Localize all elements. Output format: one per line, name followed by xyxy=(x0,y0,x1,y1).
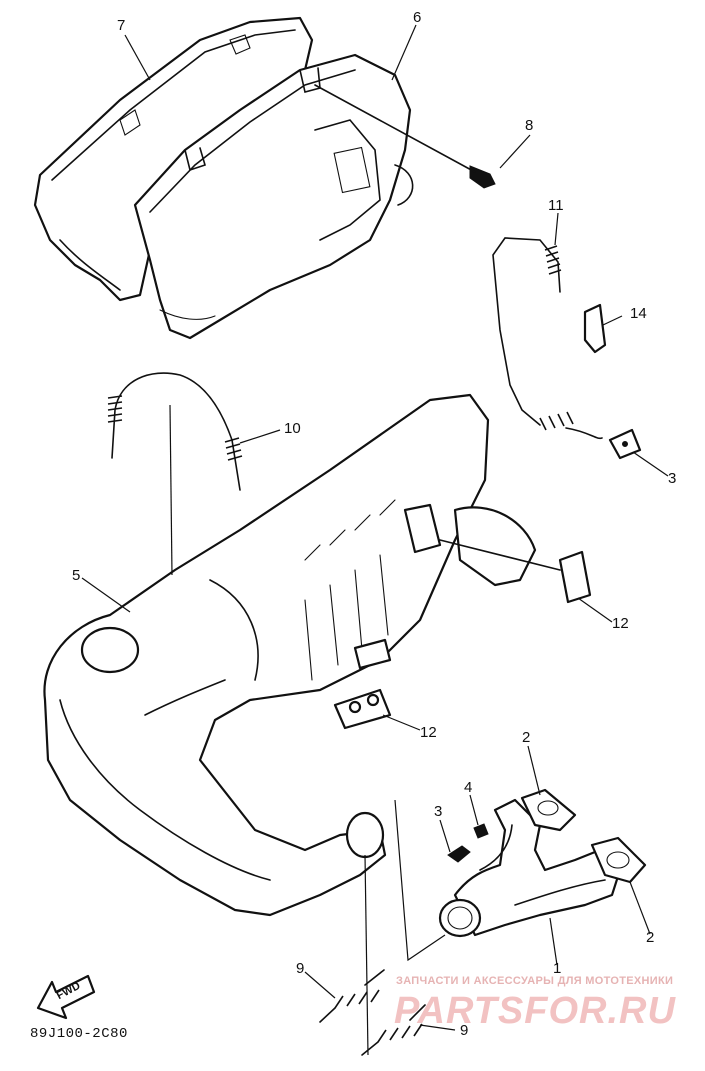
part-8-bolt xyxy=(314,84,496,189)
callout-14: 14 xyxy=(630,305,647,322)
callout-12-upper: 12 xyxy=(612,615,629,632)
part-14-bracket xyxy=(583,303,607,354)
part-11-spring-stay xyxy=(492,237,603,440)
fwd-arrow-icon xyxy=(36,974,96,1020)
callout-3-upper: 3 xyxy=(668,470,676,487)
callout-1: 1 xyxy=(553,960,561,977)
callout-6: 6 xyxy=(413,9,421,26)
callout-11: 11 xyxy=(548,197,564,214)
watermark-logo: PARTSFOR.RU xyxy=(394,990,676,1032)
assembly-guide-lines xyxy=(169,404,446,1056)
part-3-plate-upper xyxy=(608,428,642,460)
callout-2-lower: 2 xyxy=(646,929,654,946)
callout-labels: 7 6 8 11 14 10 3 5 12 12 2 4 3 2 1 9 9 xyxy=(72,9,676,1039)
part-9-spring-lower xyxy=(361,1004,426,1056)
diagram-code: 89J100-2C80 xyxy=(30,1026,128,1042)
callout-10: 10 xyxy=(284,420,301,437)
part-4-nut xyxy=(473,823,489,839)
part-1-exhaust-pipe xyxy=(438,798,622,938)
part-12-damper-upper xyxy=(439,539,592,604)
callout-3-lower: 3 xyxy=(434,803,442,820)
part-10-spring-stay xyxy=(107,372,243,491)
part-7-outer-heat-shield xyxy=(33,16,314,302)
callout-12-lower: 12 xyxy=(420,724,437,741)
callout-7: 7 xyxy=(117,17,125,34)
callout-9-lower: 9 xyxy=(460,1022,468,1039)
part-6-inner-heat-shield xyxy=(133,53,414,340)
part-2-flange-lower xyxy=(590,836,647,884)
part-12-damper-lower xyxy=(333,688,392,730)
callout-8: 8 xyxy=(525,117,533,134)
callout-2-upper: 2 xyxy=(522,729,530,746)
part-3-bolt-lower xyxy=(447,845,471,863)
part-5-muffler xyxy=(43,393,537,917)
part-2-flange-upper xyxy=(520,788,577,832)
part-9-spring-upper xyxy=(319,969,385,1023)
callout-5: 5 xyxy=(72,567,80,584)
callout-leaders xyxy=(81,24,669,1031)
callout-9-upper: 9 xyxy=(296,960,304,977)
callout-4: 4 xyxy=(464,779,472,796)
watermark-caption: ЗАПЧАСТИ И АКСЕССУАРЫ ДЛЯ МОТОТЕХНИКИ xyxy=(396,975,674,987)
